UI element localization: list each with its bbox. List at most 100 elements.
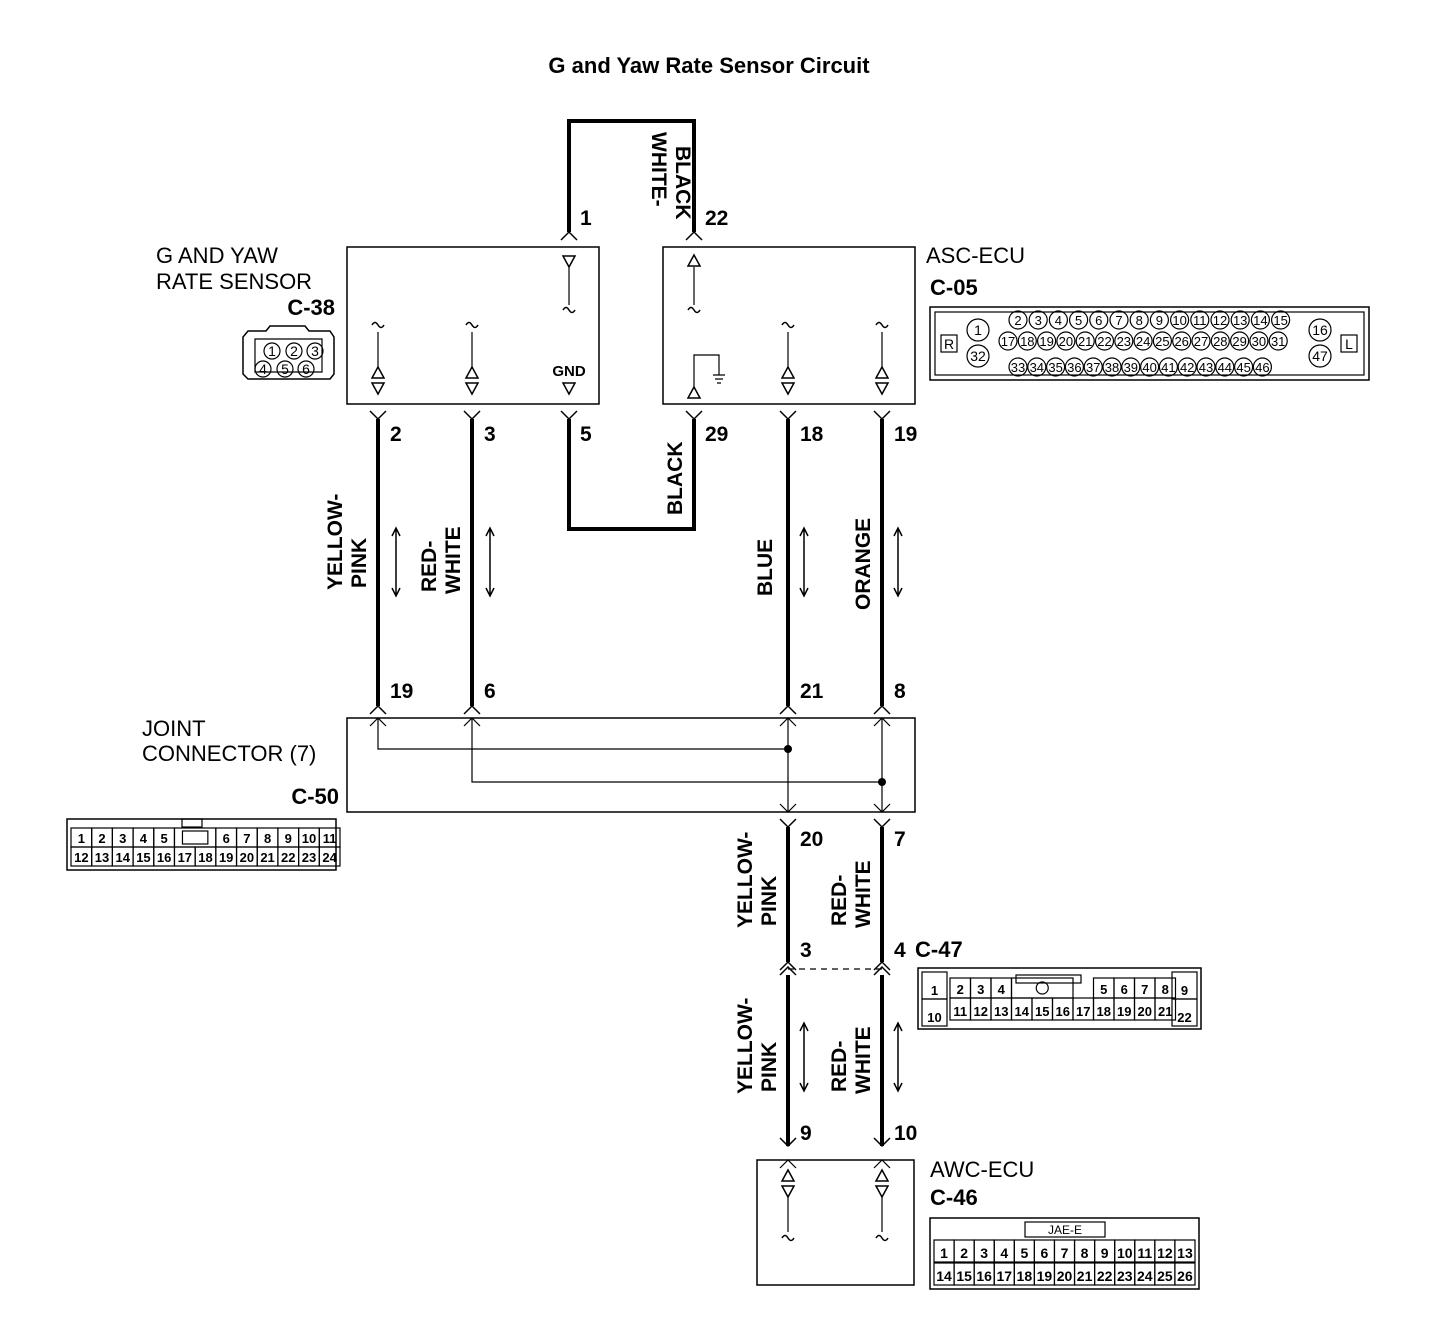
sensor-internal-pin1 (562, 255, 576, 314)
pin1-terminal (560, 230, 578, 241)
c47-pin: 13 (994, 1004, 1008, 1019)
c46-pin: 16 (976, 1268, 992, 1284)
c47-pin: 5 (1100, 982, 1107, 997)
c46-pin: 12 (1157, 1245, 1173, 1261)
signal-arrow-5 (799, 1022, 809, 1092)
c05-mark-l: L (1345, 336, 1353, 352)
c05-pin: 38 (1105, 360, 1119, 375)
wire-label-red-mid: RED- (828, 875, 851, 926)
c05-pin: 8 (1136, 313, 1143, 328)
c05-hole (1229, 331, 1250, 351)
c46-pin: 8 (1081, 1245, 1089, 1261)
c50-pin: 21 (260, 850, 274, 865)
asc-ecu-box (662, 246, 916, 405)
c38-pin: 2 (290, 343, 298, 359)
c05-hole (1177, 357, 1197, 377)
c05-hole (1027, 357, 1047, 377)
c05-pin: 28 (1213, 334, 1227, 349)
c05-hole (1094, 331, 1115, 351)
c46-pin: 11 (1137, 1245, 1152, 1261)
c05-pin: 44 (1218, 360, 1232, 375)
c05-hole (1008, 310, 1028, 330)
c46-pin: 15 (956, 1268, 972, 1284)
pin-label-sensor-5: 5 (580, 423, 592, 446)
pin-label-asc-29: 29 (705, 423, 728, 446)
wire-red-white-lower (873, 975, 891, 1148)
wire-label-pink-mid: PINK (758, 876, 781, 926)
inline-connector-code: C-47 (915, 937, 963, 962)
c05-hole (1048, 310, 1069, 330)
c05-hole (1172, 331, 1192, 351)
c05-mark-r: R (944, 336, 954, 352)
c05-hole (1196, 357, 1216, 377)
wire-label-yellow-mid: YELLOW- (734, 832, 757, 928)
c05-pin: 37 (1086, 360, 1100, 375)
c05-pin: 25 (1155, 334, 1169, 349)
c05-pin: 4 (1055, 313, 1062, 328)
awc-ecu-box (756, 1159, 915, 1286)
c05-hole (1064, 357, 1085, 377)
pin-label-asc-22: 22 (705, 207, 728, 230)
c05-hole (1230, 310, 1250, 330)
c05-pin: 30 (1252, 334, 1266, 349)
c05-pin: 14 (1253, 313, 1267, 328)
c05-pin: 33 (1011, 360, 1025, 375)
pin-label-sensor-2: 2 (390, 423, 402, 446)
sensor-code: C-38 (287, 295, 335, 320)
c47-pin: 12 (974, 1004, 988, 1019)
c05-pin: 41 (1161, 360, 1175, 375)
c46-pin: 26 (1177, 1268, 1193, 1284)
wire-yellow-pink-lower (779, 975, 797, 1148)
asc-internal-pin22 (687, 254, 701, 314)
c50-pin: 7 (243, 831, 250, 846)
c50-pin: 2 (98, 831, 105, 846)
c50-pin: 9 (285, 831, 292, 846)
c05-pin: 6 (1095, 313, 1102, 328)
c50-pin: 14 (115, 850, 130, 865)
c47-pin: 19 (1117, 1004, 1131, 1019)
asc-internal-pin29 (687, 354, 725, 399)
c47-cell (921, 998, 948, 1027)
c05-hole (1149, 310, 1170, 330)
pin-label-awc-10: 10 (894, 1122, 917, 1145)
c47-pin: 8 (1162, 982, 1169, 997)
c47-cell (1171, 998, 1198, 1027)
c05-pin: 31 (1271, 334, 1285, 349)
c46-pin: 10 (1117, 1245, 1133, 1261)
c38-pin: 3 (311, 343, 319, 359)
c05-pin: 23 (1117, 334, 1131, 349)
c46-tag: JAE-E (1048, 1223, 1082, 1237)
c46-pin: 23 (1117, 1268, 1133, 1284)
c05-hole (1068, 310, 1089, 330)
g-yaw-rate-sensor-box (346, 246, 600, 405)
c05-pin: 15 (1273, 313, 1287, 328)
c05-hole (1169, 310, 1190, 330)
c05-hole (1109, 310, 1129, 330)
c50-pin: 8 (264, 831, 271, 846)
wire-orange (873, 410, 891, 715)
c05-pin: 2 (1014, 313, 1021, 328)
c50-pin: 5 (160, 831, 167, 846)
c05-hole (1075, 331, 1095, 351)
sensor-name-line1: G AND YAW (156, 243, 278, 268)
c46-pin: 6 (1041, 1245, 1049, 1261)
awc-internal-pin10 (873, 1159, 891, 1242)
asc-ecu-name: ASC-ECU (926, 243, 1025, 268)
c05-pin: 26 (1174, 334, 1188, 349)
signal-arrow-2 (485, 527, 495, 597)
awc-ecu-code: C-46 (930, 1185, 978, 1210)
c50-pin: 17 (178, 850, 192, 865)
c05-hole (1252, 357, 1273, 377)
c05-pin: 42 (1180, 360, 1194, 375)
pin-label-joint-19: 19 (390, 680, 413, 703)
c38-pin: 6 (302, 361, 310, 377)
asc-ecu-code: C-05 (930, 275, 978, 300)
wire-label-white: WHITE- (647, 132, 670, 207)
c38-connector-face: 1 2 3 4 5 6 (242, 325, 335, 380)
joint-code: C-50 (291, 784, 339, 809)
c47-pin: 6 (1121, 982, 1128, 997)
c05-pin: 12 (1213, 313, 1227, 328)
c50-pin: 4 (140, 831, 148, 846)
